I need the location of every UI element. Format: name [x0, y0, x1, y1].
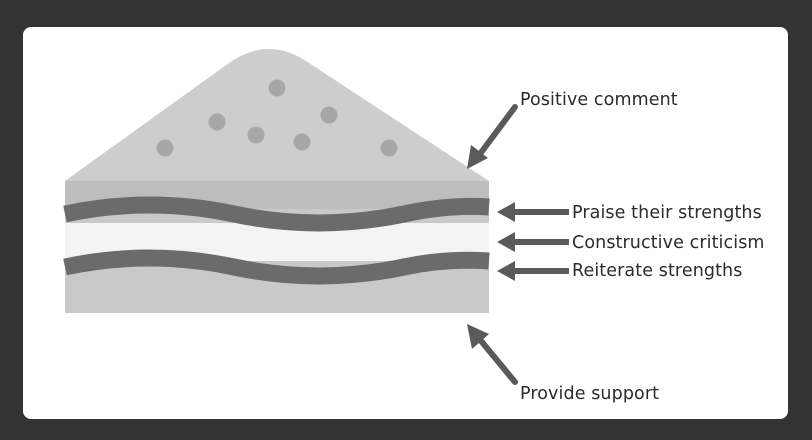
arrow-support-icon [467, 324, 518, 385]
label-praise-strengths: Praise their strengths [572, 203, 762, 223]
crumb-dot [156, 139, 174, 157]
wave-reiterate [63, 249, 490, 285]
crumb-dot [293, 133, 311, 151]
crumb-dots [156, 79, 398, 157]
arrow-reiterate-icon [497, 261, 569, 281]
bread-top-slice [65, 49, 489, 181]
crumb-dot [268, 79, 286, 97]
wave-praise [63, 196, 490, 232]
label-constructive-criticism: Constructive criticism [572, 233, 765, 253]
arrow-positive-icon [467, 104, 518, 169]
crumb-dot [320, 106, 338, 124]
label-provide-support: Provide support [520, 384, 660, 404]
arrow-praise-icon [497, 202, 569, 222]
diagram-card: Positive comment Praise their strengths … [23, 27, 788, 419]
crumb-dot [208, 113, 226, 131]
label-positive-comment: Positive comment [520, 90, 678, 110]
arrow-constructive-icon [497, 232, 569, 252]
crumb-dot [380, 139, 398, 157]
sandwich-diagram [63, 49, 569, 385]
label-reiterate-strengths: Reiterate strengths [572, 261, 743, 281]
crumb-dot [247, 126, 265, 144]
